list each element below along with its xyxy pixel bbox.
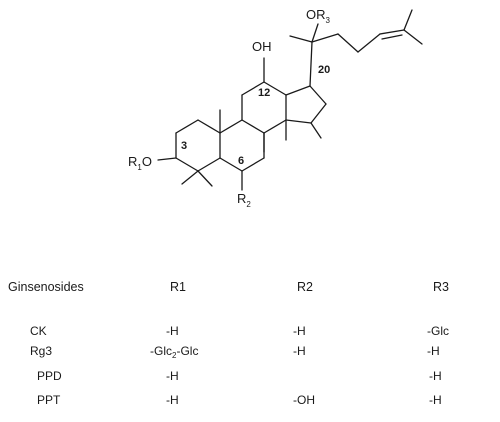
position-12-label: 12	[258, 87, 270, 99]
position-6-label: 6	[238, 155, 244, 167]
structure-position-numbers: 3 6 12 20	[181, 64, 330, 167]
row-ck-r1: -H	[166, 324, 179, 338]
row-ck-name: CK	[30, 324, 47, 338]
row-rg3-r1: -Glc2-Glc	[150, 344, 199, 360]
structure-atom-labels: OH OR3 R1O R2	[128, 7, 331, 209]
row-rg3-r3: -H	[427, 344, 440, 358]
row-ppt-name: PPT	[37, 393, 61, 407]
header-ginsenosides: Ginsenosides	[8, 280, 84, 294]
r2-label: R2	[237, 191, 251, 209]
ginsenoside-skeleton-structure: OH OR3 R1O R2 3 6 12 20	[128, 7, 423, 209]
r1o-label: R1O	[128, 154, 152, 172]
header-r1: R1	[170, 280, 186, 294]
hydroxyl-12-label: OH	[252, 39, 272, 54]
row-ck-r2: -H	[293, 324, 306, 338]
row-rg3-r2: -H	[293, 344, 306, 358]
row-ppt-r2: -OH	[293, 393, 315, 407]
row-ppd-name: PPD	[37, 369, 62, 383]
position-3-label: 3	[181, 140, 187, 152]
position-20-label: 20	[318, 64, 330, 76]
structure-bonds	[157, 9, 423, 191]
row-rg3-name: Rg3	[30, 344, 53, 358]
or3-label: OR3	[306, 7, 331, 25]
header-r3: R3	[433, 280, 449, 294]
row-ck-r3: -Glc	[427, 324, 449, 338]
row-ppt-r3: -H	[429, 393, 442, 407]
row-ppd-r3: -H	[429, 369, 442, 383]
row-ppd-r1: -H	[166, 369, 179, 383]
row-ppt-r1: -H	[166, 393, 179, 407]
header-r2: R2	[297, 280, 313, 294]
